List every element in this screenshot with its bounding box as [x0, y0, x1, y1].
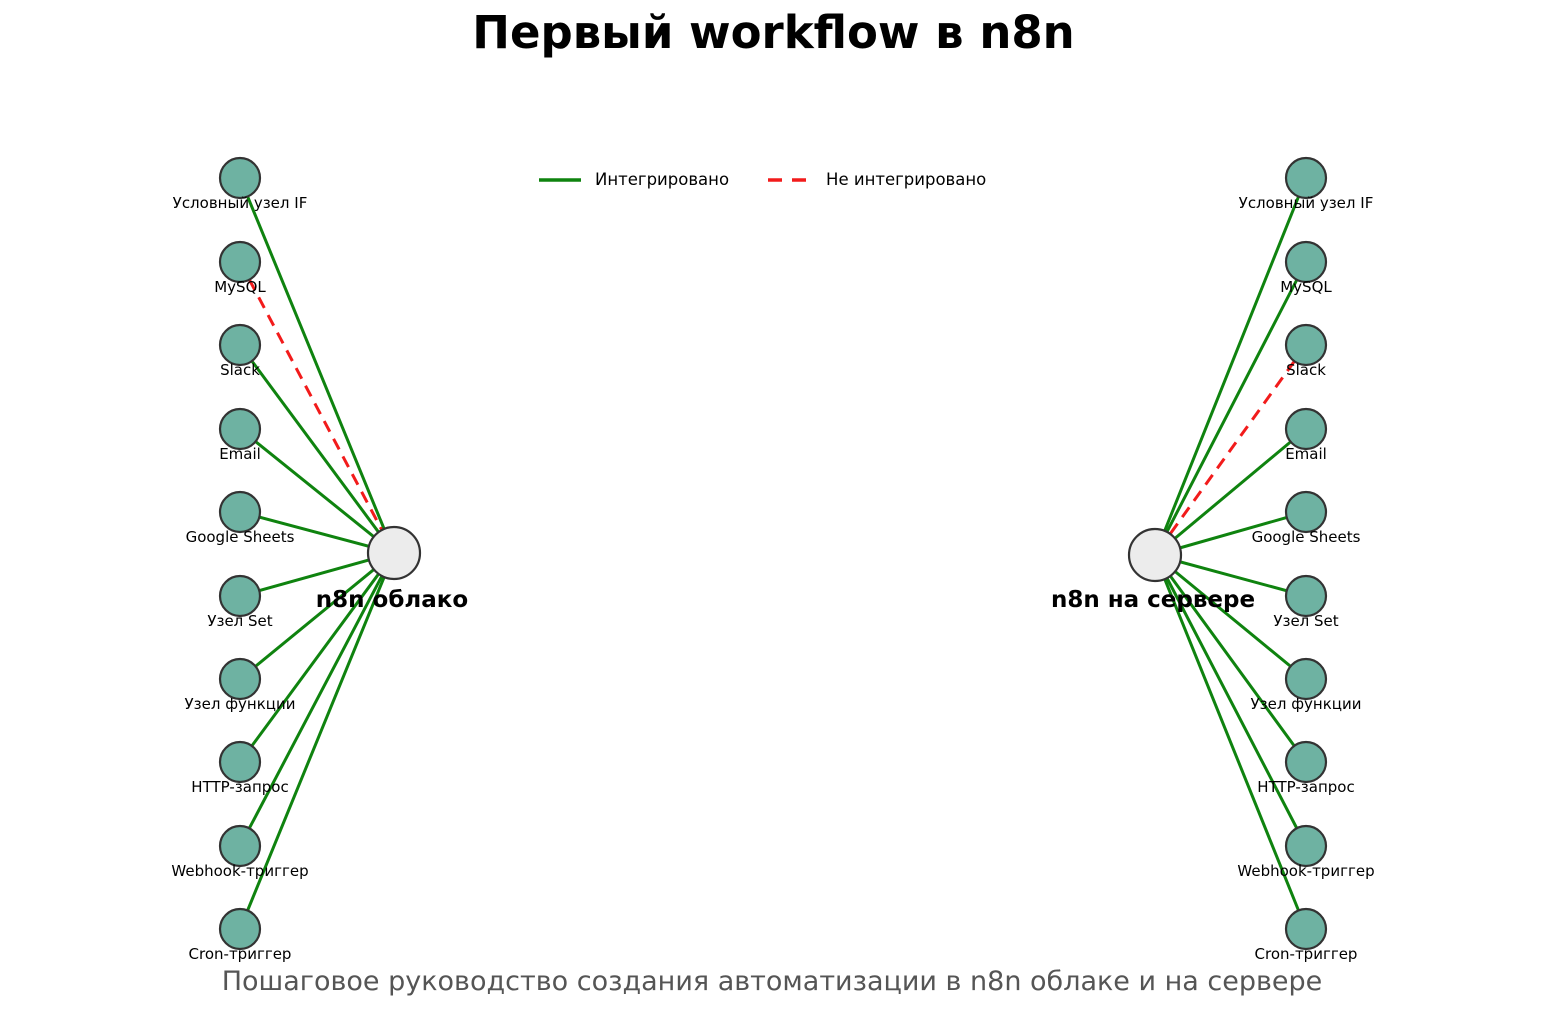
node-cloud-http: [218, 740, 262, 784]
node-label-cloud-email: Email: [219, 445, 261, 463]
node-server-function: [1284, 657, 1328, 701]
node-label-cloud-cron: Cron-триггер: [188, 945, 292, 963]
edge-cloud-if: [238, 177, 396, 554]
node-cloud-slack: [218, 323, 262, 367]
node-label-cloud-mysql: MySQL: [214, 278, 266, 296]
node-label-server-set: Узел Set: [1273, 612, 1339, 630]
node-label-cloud-google-sheets: Google Sheets: [185, 528, 295, 546]
node-server-slack: [1284, 323, 1328, 367]
legend-line-integrated-icon: [539, 177, 581, 182]
edge-cloud-function: [239, 551, 395, 681]
node-label-cloud-http: HTTP-запрос: [191, 778, 289, 796]
node-server-google-sheets: [1284, 490, 1328, 534]
node-label-server-function: Узел функции: [1250, 695, 1362, 713]
node-label-cloud-slack: Slack: [220, 361, 260, 379]
hub-label-server: n8n на сервере: [1050, 587, 1256, 613]
legend-line-not-integrated-icon: [768, 177, 813, 182]
legend: Интегрировано Не интегрировано: [538, 170, 986, 189]
edge-server-function: [1154, 553, 1307, 681]
node-server-email: [1284, 407, 1328, 451]
node-cloud-set: [218, 574, 262, 618]
node-cloud-mysql: [218, 240, 262, 284]
node-label-cloud-if: Условный узел IF: [172, 194, 308, 212]
page-title: Первый workflow в n8n: [472, 6, 1075, 59]
edge-server-mysql: [1153, 261, 1308, 556]
legend-item-integrated: Интегрировано: [538, 170, 729, 189]
edge-cloud-email: [239, 427, 395, 555]
node-server-cron: [1284, 907, 1328, 951]
edge-server-email: [1154, 427, 1307, 557]
node-cloud-google-sheets: [218, 490, 262, 534]
node-label-server-email: Email: [1285, 445, 1327, 463]
node-label-cloud-function: Узел функции: [184, 695, 296, 713]
node-label-server-webhook: Webhook-триггер: [1237, 862, 1375, 880]
edge-cloud-mysql: [238, 261, 396, 554]
node-label-server-google-sheets: Google Sheets: [1251, 528, 1361, 546]
legend-label-not-integrated: Не интегрировано: [826, 170, 987, 189]
node-cloud-function: [218, 657, 262, 701]
node-label-server-if: Условный узел IF: [1238, 194, 1374, 212]
hub-server: [1127, 527, 1183, 583]
edge-cloud-http: [238, 552, 396, 763]
node-label-server-mysql: MySQL: [1280, 278, 1332, 296]
edge-server-http: [1153, 554, 1308, 763]
node-cloud-email: [218, 407, 262, 451]
figure-subtitle: Пошаговое руководство создания автоматиз…: [221, 966, 1323, 997]
edge-cloud-webhook: [238, 552, 396, 847]
node-label-server-cron: Cron-триггер: [1254, 945, 1358, 963]
node-server-webhook: [1284, 824, 1328, 868]
hub-label-cloud: n8n облако: [315, 587, 469, 613]
node-server-http: [1284, 740, 1328, 784]
edge-server-if: [1153, 177, 1308, 556]
edge-cloud-cron: [238, 552, 396, 930]
node-label-server-http: HTTP-запрос: [1257, 778, 1355, 796]
node-label-server-slack: Slack: [1286, 361, 1326, 379]
edge-server-webhook: [1153, 554, 1308, 847]
node-cloud-if: [218, 156, 262, 200]
node-server-if: [1284, 156, 1328, 200]
edge-cloud-slack: [238, 344, 396, 554]
node-label-cloud-webhook: Webhook-триггер: [171, 862, 309, 880]
node-cloud-cron: [218, 907, 262, 951]
node-server-set: [1284, 574, 1328, 618]
node-server-mysql: [1284, 240, 1328, 284]
edge-server-cron: [1153, 554, 1308, 930]
hub-cloud: [366, 525, 422, 581]
node-cloud-webhook: [218, 824, 262, 868]
legend-label-integrated: Интегрировано: [595, 170, 730, 189]
node-label-cloud-set: Узел Set: [207, 612, 273, 630]
edge-server-slack: [1153, 344, 1308, 556]
legend-item-not-integrated: Не интегрировано: [767, 170, 986, 189]
